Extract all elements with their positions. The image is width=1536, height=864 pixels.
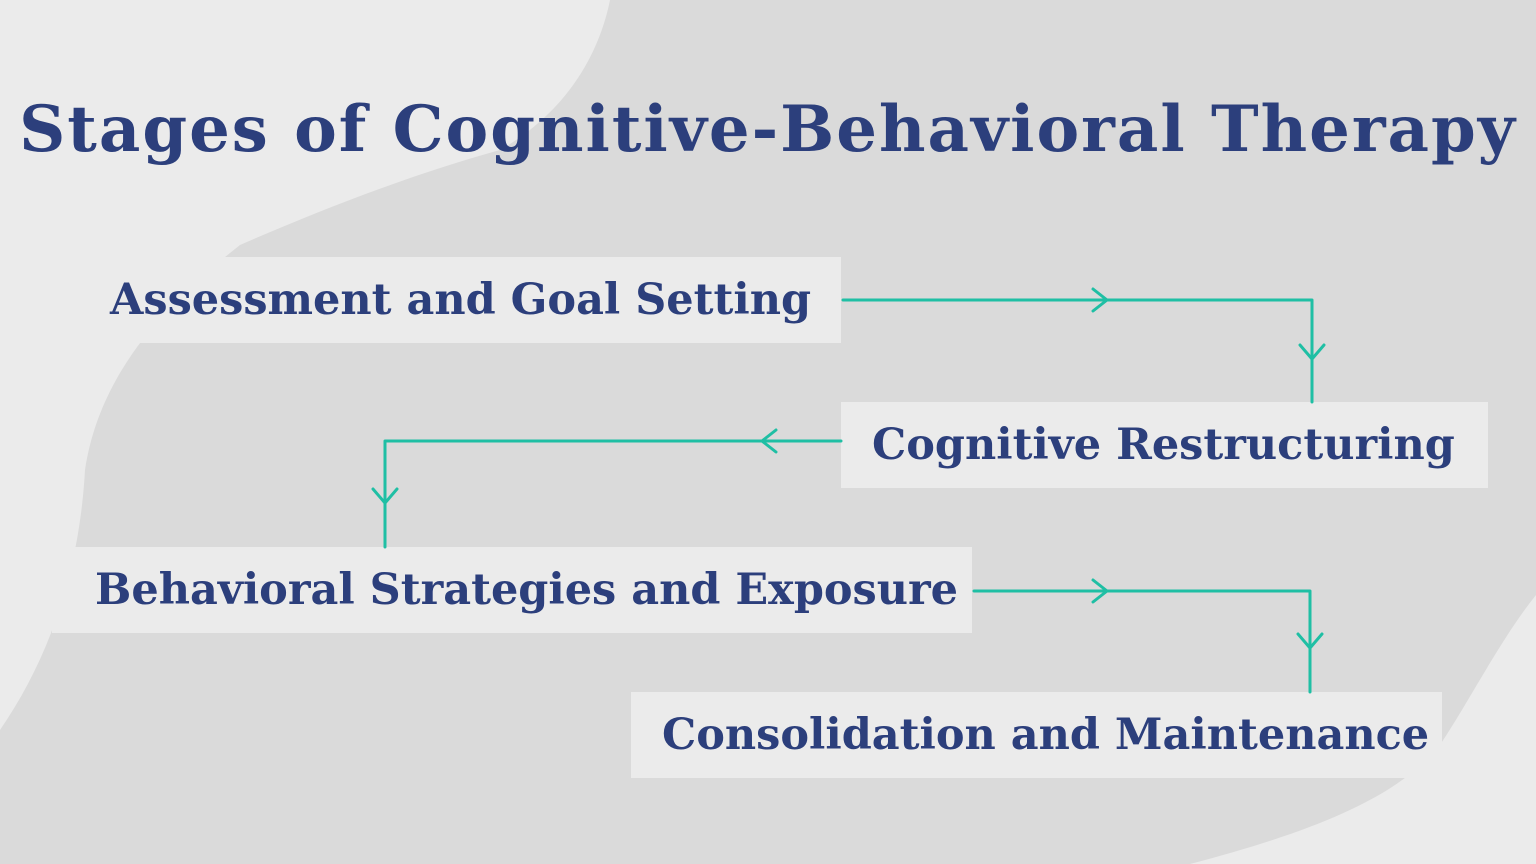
- diagram-title: Stages of Cognitive-Behavioral Therapy: [19, 92, 1517, 167]
- stage-cognitive-restructuring: Cognitive Restructuring: [841, 402, 1488, 488]
- stage-assessment-and-goal-setting: Assessment and Goal Setting: [82, 257, 841, 343]
- stage-behavioral-strategies-and-exposure: Behavioral Strategies and Exposure: [52, 547, 972, 633]
- stage-consolidation-and-maintenance: Consolidation and Maintenance: [631, 692, 1442, 778]
